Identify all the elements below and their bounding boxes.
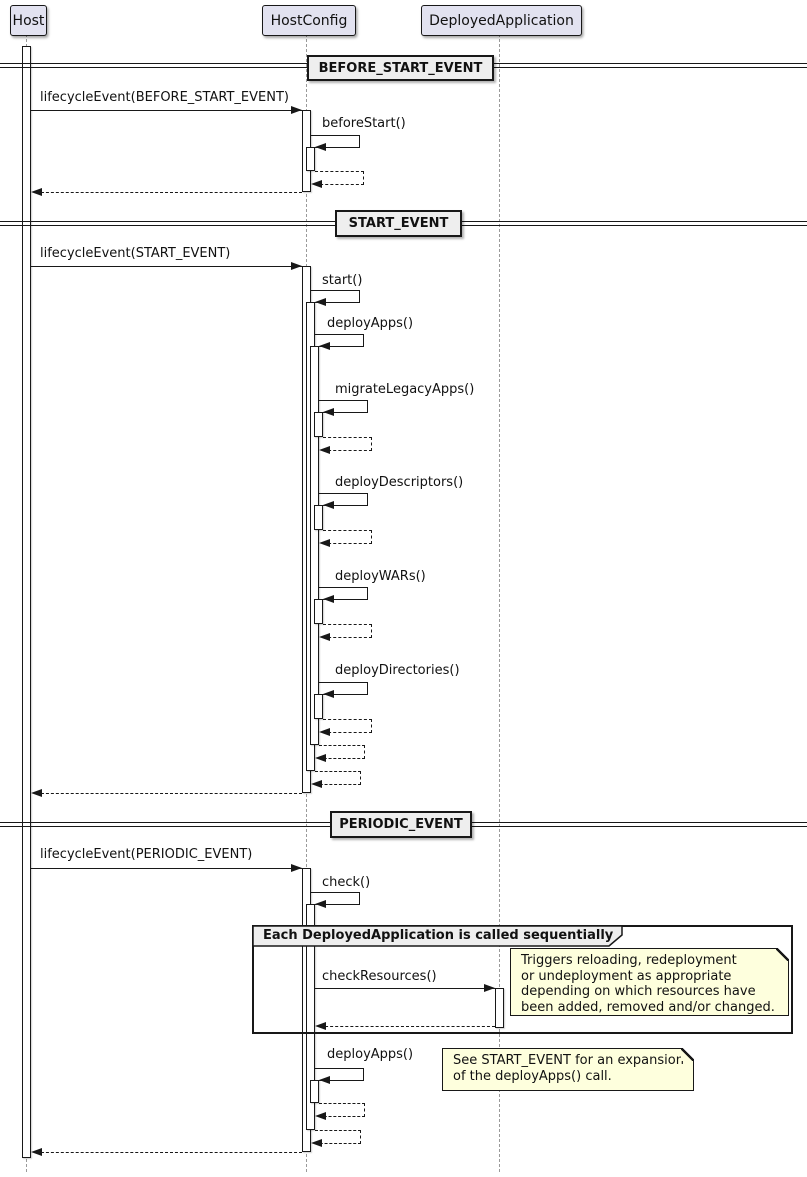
message-line	[31, 868, 302, 869]
message-label: deployWARs()	[335, 569, 426, 584]
activation-beforestart	[306, 147, 315, 171]
return-line	[36, 1152, 302, 1153]
arrowhead-left-icon	[319, 342, 330, 350]
activation-deploydirectories	[314, 694, 323, 719]
message-label: lifecycleEvent(PERIODIC_EVENT)	[40, 847, 253, 862]
divider-before-start-event: BEFORE_START_EVENT	[307, 55, 494, 81]
return-line	[36, 192, 302, 193]
group-title: Each DeployedApplication is called seque…	[263, 928, 614, 943]
message-label: lifecycleEvent(BEFORE_START_EVENT)	[40, 90, 289, 105]
activation-deploywars	[314, 599, 323, 624]
note-line: Triggers reloading, redeployment	[521, 953, 737, 968]
self-return-line	[319, 745, 365, 759]
self-call-line	[315, 334, 364, 347]
self-return-line	[315, 1130, 361, 1144]
note-fold-icon	[681, 1048, 694, 1061]
self-return-line	[315, 771, 361, 785]
self-return-line	[323, 719, 372, 733]
message-line	[31, 110, 302, 111]
message-label: deployApps()	[327, 316, 414, 331]
note-checkresources: Triggers reloading, redeployment or unde…	[510, 948, 789, 1016]
arrowhead-left-icon	[315, 1112, 326, 1120]
arrowhead-left-icon	[311, 1139, 322, 1147]
arrowhead-left-icon	[311, 780, 322, 788]
divider-periodic-event: PERIODIC_EVENT	[330, 811, 472, 838]
self-call-line	[319, 493, 368, 506]
note-line: or undeployment as appropriate	[521, 968, 732, 984]
arrowhead-left-icon	[319, 446, 330, 454]
note-line: been added, removed and/or changed.	[521, 999, 775, 1015]
arrowhead-left-icon	[311, 180, 322, 188]
self-call-line	[311, 290, 360, 303]
participant-host: Host	[10, 5, 47, 36]
self-return-line	[315, 171, 364, 185]
arrowhead-left-icon	[315, 900, 326, 908]
activation-check	[306, 904, 315, 1130]
arrowhead-right-icon	[291, 864, 302, 872]
activation-checkresources	[495, 988, 504, 1028]
self-call-line	[311, 135, 360, 148]
arrowhead-left-icon	[319, 1076, 330, 1084]
participant-hostconfig: HostConfig	[262, 5, 356, 36]
message-label: deployDirectories()	[335, 663, 460, 678]
message-label: deployDescriptors()	[335, 475, 464, 490]
note-line: depending on which resources have	[521, 984, 756, 999]
arrowhead-left-icon	[319, 728, 330, 736]
activation-migratelegacyapps	[314, 412, 323, 437]
self-call-line	[315, 1068, 364, 1081]
message-label: checkResources()	[322, 969, 437, 984]
arrowhead-right-icon	[484, 984, 495, 992]
note-deployapps: See START_EVENT for an expansion of the …	[442, 1048, 694, 1091]
group-header	[252, 925, 623, 947]
self-call-line	[319, 400, 368, 413]
message-label: start()	[322, 273, 363, 288]
self-call-line	[319, 682, 368, 695]
arrowhead-left-icon	[31, 1148, 42, 1156]
arrowhead-left-icon	[315, 754, 326, 762]
self-return-line	[323, 530, 372, 544]
arrowhead-left-icon	[323, 501, 334, 509]
self-call-line	[319, 587, 368, 600]
arrowhead-left-icon	[319, 633, 330, 641]
activation-deployapps-periodic	[310, 1080, 319, 1103]
message-label: lifecycleEvent(START_EVENT)	[40, 246, 231, 261]
arrowhead-left-icon	[315, 1022, 326, 1030]
arrowhead-left-icon	[31, 188, 42, 196]
arrowhead-left-icon	[323, 408, 334, 416]
message-label: check()	[322, 875, 371, 890]
arrowhead-left-icon	[323, 595, 334, 603]
arrowhead-right-icon	[291, 262, 302, 270]
arrowhead-left-icon	[31, 789, 42, 797]
note-fold-icon	[776, 948, 789, 961]
message-label: deployApps()	[327, 1047, 414, 1062]
lifeline-deployedapplication	[499, 34, 500, 1172]
self-call-line	[311, 892, 360, 905]
self-return-line	[319, 1103, 365, 1117]
return-line	[320, 1026, 495, 1027]
arrowhead-left-icon	[319, 539, 330, 547]
note-line: See START_EVENT for an expansion	[453, 1053, 684, 1068]
arrowhead-right-icon	[291, 106, 302, 114]
activation-deploydescriptors	[314, 505, 323, 530]
return-line	[36, 793, 302, 794]
message-line	[31, 266, 302, 267]
message-label: beforeStart()	[322, 116, 406, 131]
message-label: migrateLegacyApps()	[335, 382, 475, 397]
activation-deployapps	[310, 346, 319, 745]
activation-host	[22, 46, 31, 1158]
note-line: of the deployApps() call.	[453, 1068, 612, 1084]
divider-start-event: START_EVENT	[335, 210, 462, 237]
arrowhead-left-icon	[315, 143, 326, 151]
self-return-line	[323, 437, 372, 451]
arrowhead-left-icon	[323, 690, 334, 698]
participant-deployedapplication: DeployedApplication	[421, 5, 582, 36]
arrowhead-left-icon	[315, 298, 326, 306]
self-return-line	[323, 624, 372, 638]
message-line	[315, 988, 495, 989]
